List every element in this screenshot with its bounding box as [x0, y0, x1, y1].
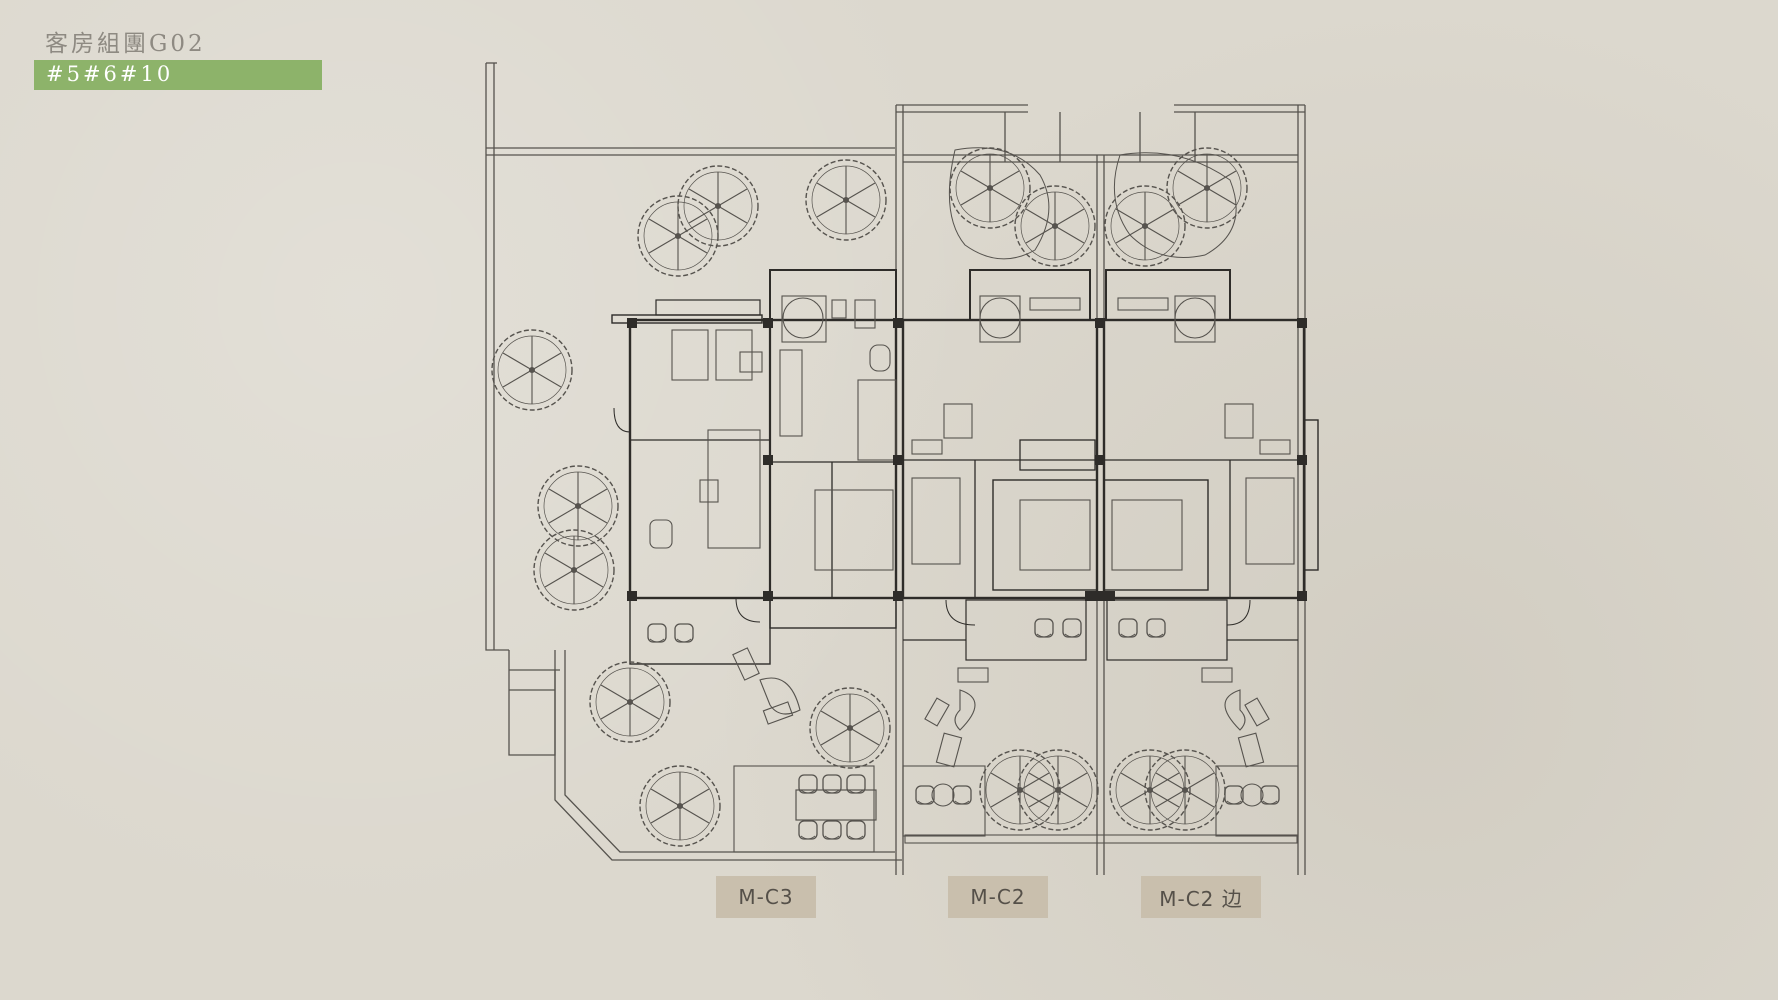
unit-dividers — [895, 104, 1306, 875]
unit-label-mc3: M-C3 — [716, 876, 816, 918]
unit-label-mc2-edge: M-C2 边 — [1141, 876, 1261, 918]
unit-mc2-furniture — [911, 295, 1091, 571]
building-code-text: #5#6#10 — [46, 62, 174, 86]
unit-mc3-furniture — [649, 295, 897, 571]
unit-mc2-edge-furniture — [1111, 295, 1295, 571]
dining-sets — [795, 783, 1264, 821]
unit-mc2-edge — [1102, 269, 1319, 661]
trees — [491, 147, 1248, 847]
unit-mc2 — [901, 269, 1099, 661]
chairs — [647, 618, 1280, 840]
terrace-furniture — [732, 647, 1299, 853]
page-title: 客房組團G02 — [45, 31, 206, 57]
site-boundary — [485, 62, 902, 861]
building-code-badge: #5#6#10 — [34, 60, 322, 90]
courtyard-pools — [948, 147, 1237, 260]
unit-mc3 — [611, 269, 898, 665]
unit-label-mc2: M-C2 — [948, 876, 1048, 918]
